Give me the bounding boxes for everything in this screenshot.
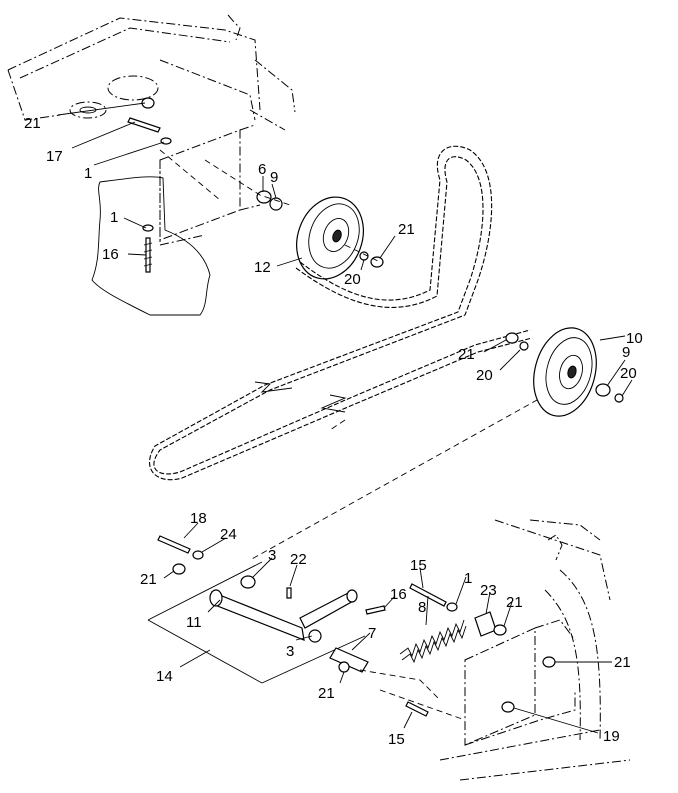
pulley-10 xyxy=(533,327,597,417)
callout-1: 1 xyxy=(464,570,472,587)
callout-8: 8 xyxy=(418,599,426,616)
callout-20: 20 xyxy=(620,365,637,382)
callout-15: 15 xyxy=(410,557,427,574)
callout-24: 24 xyxy=(220,526,237,543)
callout-12: 12 xyxy=(254,259,271,276)
callout-14: 14 xyxy=(156,668,173,685)
hardware-top-left xyxy=(127,97,172,273)
callout-16: 16 xyxy=(390,586,407,603)
callout-21: 21 xyxy=(140,571,157,588)
lower-frame xyxy=(359,519,631,781)
callout-3: 3 xyxy=(286,643,294,660)
upper-frame xyxy=(7,14,296,246)
callout-19: 19 xyxy=(603,728,620,745)
callout-3: 3 xyxy=(268,547,276,564)
callout-labels: 21 17 1 1 16 6 9 21 12 20 10 21 9 20 20 … xyxy=(24,115,643,748)
cutaway-detail xyxy=(91,176,211,316)
callout-1: 1 xyxy=(110,209,118,226)
callout-18: 18 xyxy=(190,510,207,527)
callout-10: 10 xyxy=(626,330,643,347)
callout-7: 7 xyxy=(368,625,376,642)
callout-1: 1 xyxy=(84,165,92,182)
drive-belt xyxy=(149,145,556,561)
callout-15: 15 xyxy=(388,731,405,748)
callout-22: 22 xyxy=(290,551,307,568)
callout-21: 21 xyxy=(398,221,415,238)
callout-16: 16 xyxy=(102,246,119,263)
spacer-6 xyxy=(256,190,283,211)
callout-21: 21 xyxy=(458,346,475,363)
nut-21-mid xyxy=(505,332,519,344)
callout-20: 20 xyxy=(344,271,361,288)
callout-21: 21 xyxy=(506,594,523,611)
leader-lines xyxy=(57,102,633,734)
washer-20-mid xyxy=(519,341,529,351)
pulley-12 xyxy=(296,196,364,280)
idler-arm-assembly xyxy=(147,535,507,717)
spacer-9-lower xyxy=(595,383,611,397)
callout-9: 9 xyxy=(270,169,278,186)
washer-20-lower xyxy=(614,393,624,403)
callout-21: 21 xyxy=(614,654,631,671)
callout-11: 11 xyxy=(186,614,202,631)
callout-21: 21 xyxy=(24,115,41,132)
callout-17: 17 xyxy=(46,148,63,165)
callout-23: 23 xyxy=(480,582,497,599)
callout-9: 9 xyxy=(622,344,630,361)
callout-6: 6 xyxy=(258,161,266,178)
callout-21: 21 xyxy=(318,685,335,702)
callout-20: 20 xyxy=(476,367,493,384)
